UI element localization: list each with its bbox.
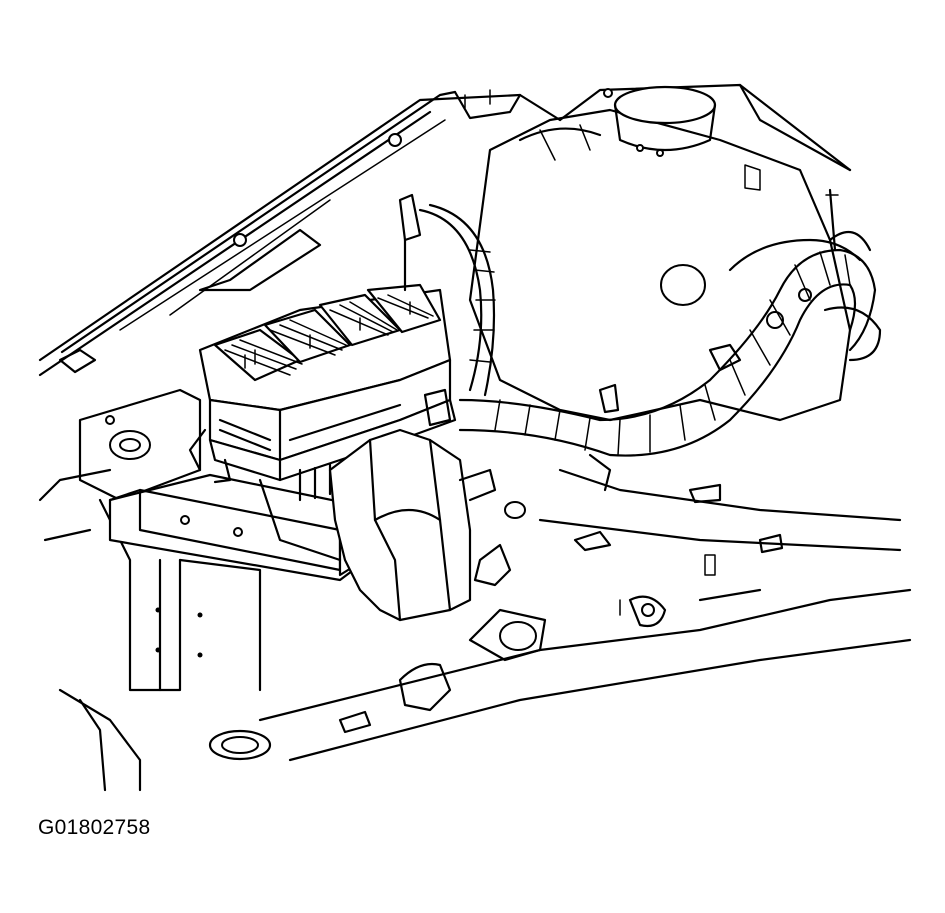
hood-edge bbox=[38, 89, 562, 377]
fuse-relay-block bbox=[188, 283, 457, 562]
air-duct bbox=[328, 428, 512, 622]
lower-body-panel bbox=[38, 468, 912, 792]
strut-tower bbox=[468, 85, 852, 422]
figure-id-label: G01802758 bbox=[38, 816, 151, 839]
wiring-harness bbox=[398, 193, 882, 492]
